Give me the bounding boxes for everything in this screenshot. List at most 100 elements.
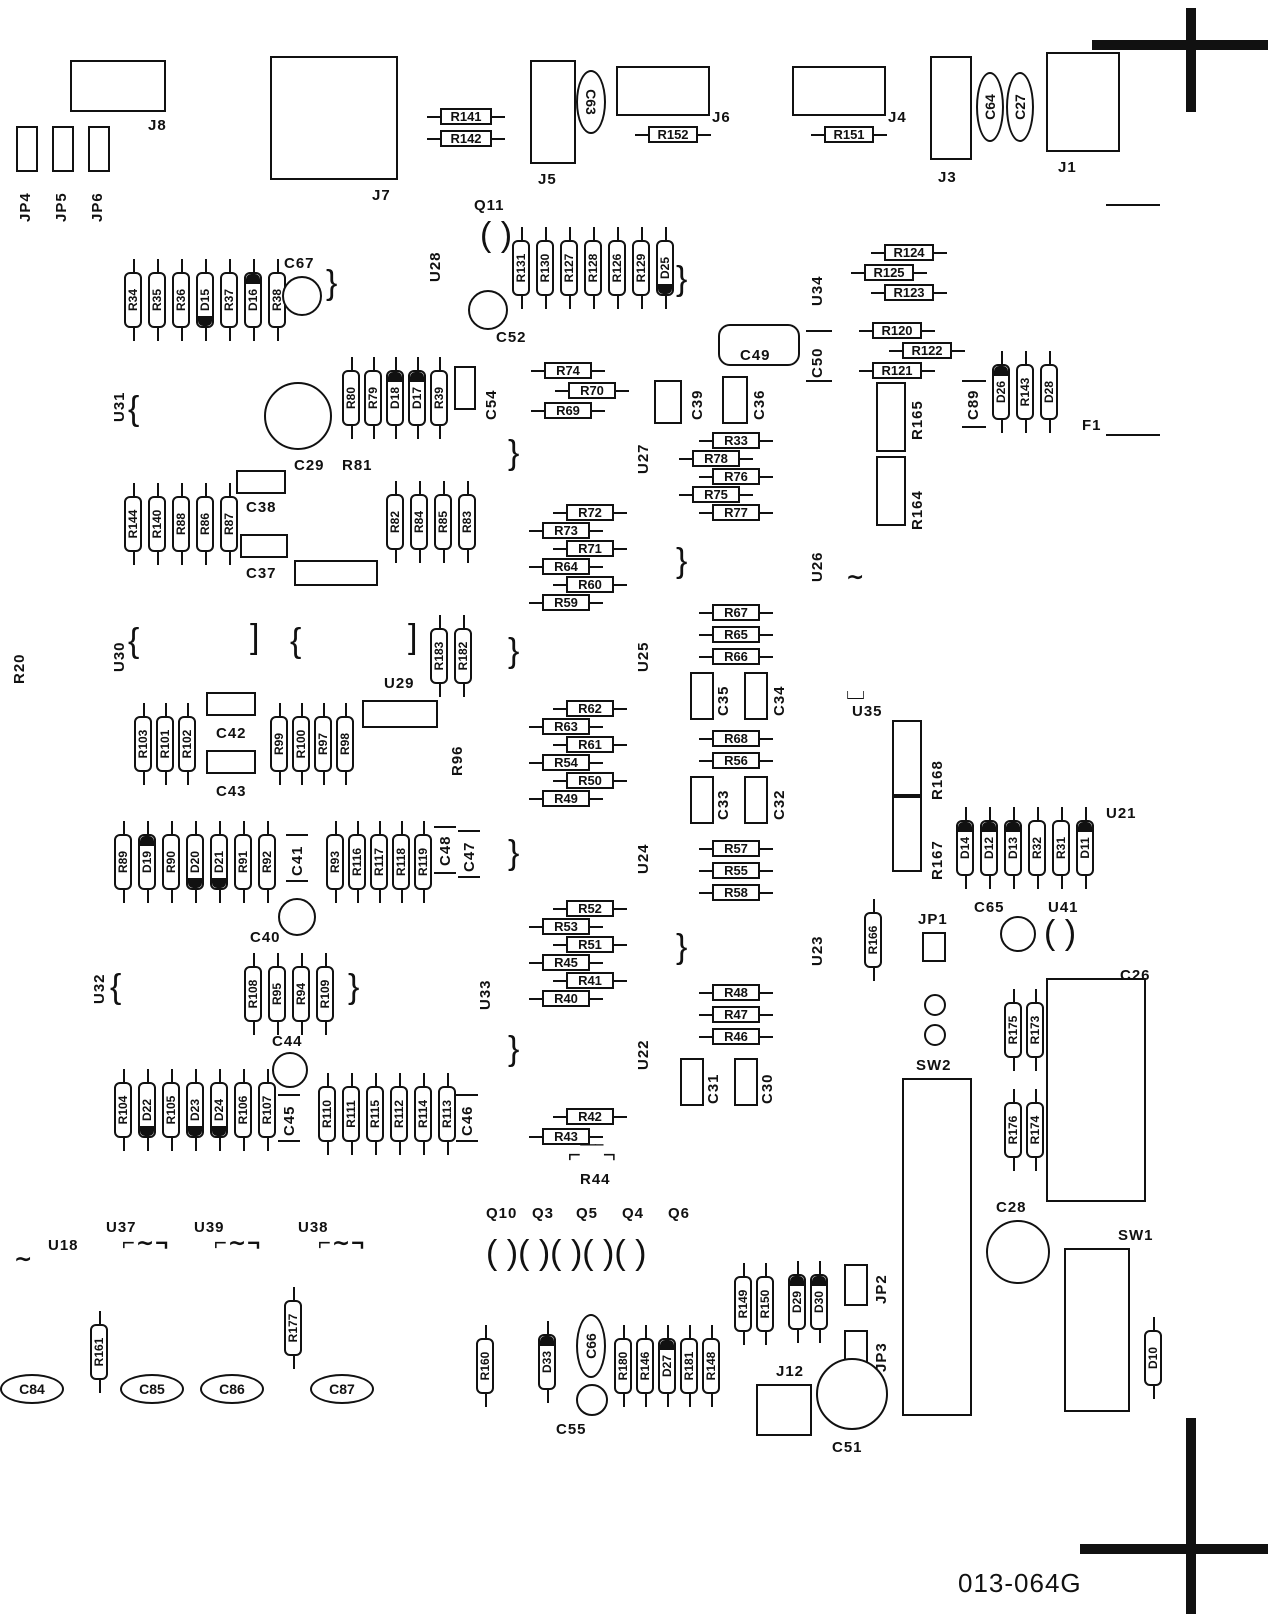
resistor-r37: R37 bbox=[220, 259, 238, 341]
diode-d17: D17 bbox=[408, 357, 426, 439]
resistor-r44: ⌐‾‾‾¬ bbox=[568, 1142, 616, 1167]
label-sw1: SW1 bbox=[1118, 1227, 1154, 1244]
resistor-r84: R84 bbox=[410, 481, 428, 563]
resistor-r125: R125 bbox=[851, 264, 927, 281]
resistor-r141: R141 bbox=[427, 108, 505, 125]
resistor-r127: R127 bbox=[560, 227, 578, 309]
resistor-r112: R112 bbox=[390, 1073, 408, 1155]
capacitor-c30 bbox=[734, 1058, 758, 1106]
capacitor-c32 bbox=[744, 776, 768, 824]
resistor-r165 bbox=[876, 382, 906, 452]
resistor-r144: R144 bbox=[124, 483, 142, 565]
resistor-r95: R95 bbox=[268, 953, 286, 1035]
label-c28: C28 bbox=[996, 1199, 1027, 1216]
resistor-r177: R177 bbox=[284, 1287, 302, 1369]
resistor-r124: R124 bbox=[871, 244, 947, 261]
diode-d33: D33 bbox=[538, 1321, 556, 1403]
registration-mark-bottom-v bbox=[1186, 1418, 1196, 1614]
label-j12: J12 bbox=[776, 1363, 805, 1380]
diode-d23: D23 bbox=[186, 1069, 204, 1151]
resistor-r70: R70 bbox=[555, 382, 629, 399]
resistor-r41: R41 bbox=[553, 972, 627, 989]
ic-bracket: ] bbox=[408, 618, 418, 656]
resistor-r126: R126 bbox=[608, 227, 626, 309]
label-u29: U29 bbox=[384, 675, 415, 692]
part-number: 013-064G bbox=[958, 1568, 1082, 1598]
diode-d22: D22 bbox=[138, 1069, 156, 1151]
resistor-r80: R80 bbox=[342, 357, 360, 439]
resistor-r116: R116 bbox=[348, 821, 366, 903]
resistor-r50: R50 bbox=[553, 772, 627, 789]
resistor-r75: R75 bbox=[679, 486, 753, 503]
label-c48: C48 bbox=[437, 835, 454, 866]
resistor-r160: R160 bbox=[476, 1325, 494, 1407]
resistor-r110: R110 bbox=[318, 1073, 336, 1155]
capacitor-c64: C64 bbox=[976, 72, 1004, 142]
label-u25: U25 bbox=[635, 641, 652, 672]
ic-bracket: { bbox=[128, 622, 140, 660]
capacitor-c35 bbox=[690, 672, 714, 720]
connector-j1 bbox=[1046, 52, 1120, 152]
diode-d19: D19 bbox=[138, 821, 156, 903]
transistor-q11: ( ) bbox=[480, 216, 513, 254]
diode-d18: D18 bbox=[386, 357, 404, 439]
resistor-r119: R119 bbox=[414, 821, 432, 903]
resistor-r51: R51 bbox=[553, 936, 627, 953]
resistor-r59: R59 bbox=[529, 594, 603, 611]
resistor-r35: R35 bbox=[148, 259, 166, 341]
resistor-r94: R94 bbox=[292, 953, 310, 1035]
label-u24: U24 bbox=[635, 843, 652, 874]
capacitor-c31 bbox=[680, 1058, 704, 1106]
switch-sw1 bbox=[1064, 1248, 1130, 1412]
resistor-r57: R57 bbox=[699, 840, 773, 857]
label-j1: J1 bbox=[1058, 159, 1077, 176]
label-r81: R81 bbox=[342, 457, 373, 474]
ic-bracket: { bbox=[128, 390, 140, 428]
label-c32: C32 bbox=[771, 789, 788, 820]
jumper-jp4 bbox=[16, 126, 38, 172]
capacitor-c27: C27 bbox=[1006, 72, 1034, 142]
connector-j12 bbox=[756, 1384, 812, 1436]
connector-j5 bbox=[530, 60, 576, 164]
resistor-r88: R88 bbox=[172, 483, 190, 565]
ic-u37-notch: ⌐∼¬ bbox=[122, 1230, 170, 1255]
capacitor-c36 bbox=[722, 376, 748, 424]
resistor-r89: R89 bbox=[114, 821, 132, 903]
capacitor-c52 bbox=[816, 1358, 888, 1430]
ic-bracket: } bbox=[676, 928, 688, 966]
label-jp4: JP4 bbox=[17, 192, 34, 222]
ic-bracket: { bbox=[110, 968, 122, 1006]
ic-u41: ( ) bbox=[1044, 914, 1077, 952]
capacitor-c46 bbox=[456, 1094, 478, 1142]
resistor-r111: R111 bbox=[342, 1073, 360, 1155]
capacitor-c47 bbox=[458, 830, 480, 878]
label-j6: J6 bbox=[712, 109, 731, 126]
resistor-r109: R109 bbox=[316, 953, 334, 1035]
resistor-r77: R77 bbox=[699, 504, 773, 521]
diode-d26: D26 bbox=[992, 351, 1010, 433]
label-j5: J5 bbox=[538, 171, 557, 188]
resistor-r180: R180 bbox=[614, 1325, 632, 1407]
ic-bracket: } bbox=[348, 968, 360, 1006]
ic-bracket: } bbox=[508, 632, 520, 670]
resistor-r71: R71 bbox=[553, 540, 627, 557]
capacitor-c28 bbox=[986, 1220, 1050, 1284]
label-u22: U22 bbox=[635, 1039, 652, 1070]
resistor-r121: R121 bbox=[859, 362, 935, 379]
label-u27: U27 bbox=[635, 443, 652, 474]
jumper-jp1 bbox=[922, 932, 946, 962]
capacitor-c44 bbox=[272, 1052, 308, 1088]
capacitor-c42 bbox=[206, 692, 256, 716]
resistor-r68: R68 bbox=[699, 730, 773, 747]
diode-d28: D28 bbox=[1040, 351, 1058, 433]
label-c42: C42 bbox=[216, 725, 247, 742]
capacitor-c51 bbox=[468, 290, 508, 330]
resistor-r182: R182 bbox=[454, 615, 472, 697]
resistor-r130: R130 bbox=[536, 227, 554, 309]
resistor-r168 bbox=[892, 720, 922, 796]
resistor-r115: R115 bbox=[366, 1073, 384, 1155]
resistor-r131: R131 bbox=[512, 227, 530, 309]
label-c89: C54 bbox=[483, 389, 500, 420]
component-rect bbox=[362, 700, 438, 728]
label-r168: R168 bbox=[929, 760, 946, 800]
